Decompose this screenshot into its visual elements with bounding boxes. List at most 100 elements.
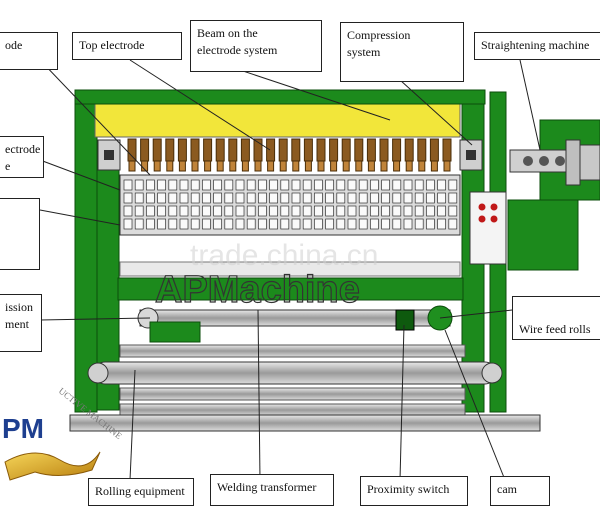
electrode-tip	[267, 160, 275, 172]
electrode-tip	[153, 160, 161, 172]
grid-cell	[291, 179, 301, 191]
grid-cell	[325, 192, 334, 204]
grid-cell	[123, 192, 133, 204]
grid-cell	[157, 179, 166, 191]
grid-cell	[314, 179, 323, 191]
electrode-tip	[279, 160, 287, 172]
grid-cell	[190, 179, 200, 191]
compression-cylinder-right	[459, 139, 483, 171]
grid-cell	[168, 179, 178, 191]
grid-cell	[291, 218, 301, 230]
grid-cell	[302, 218, 312, 230]
electrode-tip	[405, 160, 413, 172]
electrode	[240, 138, 250, 162]
grid-cell	[381, 218, 390, 230]
grid-cell	[291, 192, 301, 204]
grid-cell	[302, 179, 312, 191]
electrode-tip	[128, 160, 136, 172]
electrode-tip	[292, 160, 300, 172]
grid-cell	[448, 192, 458, 204]
electrode	[366, 138, 376, 162]
grid-cell	[146, 218, 155, 230]
grid-cell	[314, 205, 323, 217]
electrode	[329, 138, 339, 162]
electrode-tip	[443, 160, 451, 172]
grid-cell	[146, 192, 155, 204]
grid-cell	[190, 218, 200, 230]
grid-cell	[347, 218, 357, 230]
grid-cell	[370, 179, 379, 191]
label-straightening-machine: Straightening machine	[474, 32, 600, 60]
label-wire-feed-rolls: Wire feed rolls	[512, 296, 600, 340]
electrode-tip	[418, 160, 426, 172]
grid-cell	[437, 192, 446, 204]
grid-cell	[280, 192, 290, 204]
grid-cell	[302, 192, 312, 204]
top-crossbar	[74, 89, 486, 105]
electrode	[429, 138, 439, 162]
grid-cell	[269, 218, 278, 230]
label-welding-transformer: Welding transformer	[210, 474, 334, 506]
grid-cell	[190, 192, 200, 204]
electrode	[404, 138, 414, 162]
electrode-tip	[380, 160, 388, 172]
electrode	[190, 138, 200, 162]
grid-cell	[403, 205, 413, 217]
grid-cell	[258, 218, 267, 230]
grid-cell	[325, 218, 334, 230]
electrode	[417, 138, 427, 162]
grid-cell	[224, 179, 234, 191]
grid-cell	[179, 179, 189, 191]
grid-cell	[224, 205, 234, 217]
grid-cell	[336, 218, 346, 230]
grid-cell	[235, 192, 245, 204]
grid-cell	[392, 179, 402, 191]
grid-cell	[314, 218, 323, 230]
grid-cell	[157, 218, 166, 230]
grid-cell	[123, 179, 133, 191]
label-cam: cam	[490, 476, 550, 506]
electrode-tip	[216, 160, 224, 172]
grid-cell	[437, 205, 446, 217]
grid-cell	[314, 192, 323, 204]
electrode-tip	[330, 160, 338, 172]
grid-cell	[347, 205, 357, 217]
grid-cell	[246, 179, 256, 191]
grid-cell	[134, 218, 144, 230]
grid-cell	[246, 205, 256, 217]
grid-cell	[448, 205, 458, 217]
grid-cell	[291, 205, 301, 217]
logo-letters: PM	[2, 413, 44, 444]
electrode-tip	[355, 160, 363, 172]
electrode	[303, 138, 313, 162]
grid-cell	[258, 205, 267, 217]
grid-cell	[358, 218, 368, 230]
grid-cell	[168, 192, 178, 204]
electrode	[165, 138, 175, 162]
lower-rollers	[69, 344, 541, 432]
grid-cell	[258, 192, 267, 204]
grid-cell	[179, 218, 189, 230]
logo-ribbon	[4, 451, 101, 481]
grid-cell	[437, 179, 446, 191]
grid-cell	[246, 218, 256, 230]
label-top-electrode: Top electrode	[72, 32, 182, 60]
straightening-machine	[509, 139, 600, 186]
mesh-bed	[119, 261, 461, 277]
electrode	[152, 138, 162, 162]
electrode	[341, 138, 351, 162]
site-watermark: trade.china.cn	[190, 239, 378, 272]
grid-cell	[213, 179, 222, 191]
electrode	[177, 138, 187, 162]
grid-cell	[168, 205, 178, 217]
electrode-grid	[119, 174, 461, 236]
electrode-tip	[191, 160, 199, 172]
compression-cylinder-left	[97, 139, 121, 171]
grid-cell	[280, 218, 290, 230]
grid-cell	[146, 205, 155, 217]
left-frame	[74, 91, 120, 413]
grid-cell	[134, 192, 144, 204]
electrode	[228, 138, 238, 162]
lower-beam	[117, 277, 464, 301]
grid-cell	[414, 205, 424, 217]
